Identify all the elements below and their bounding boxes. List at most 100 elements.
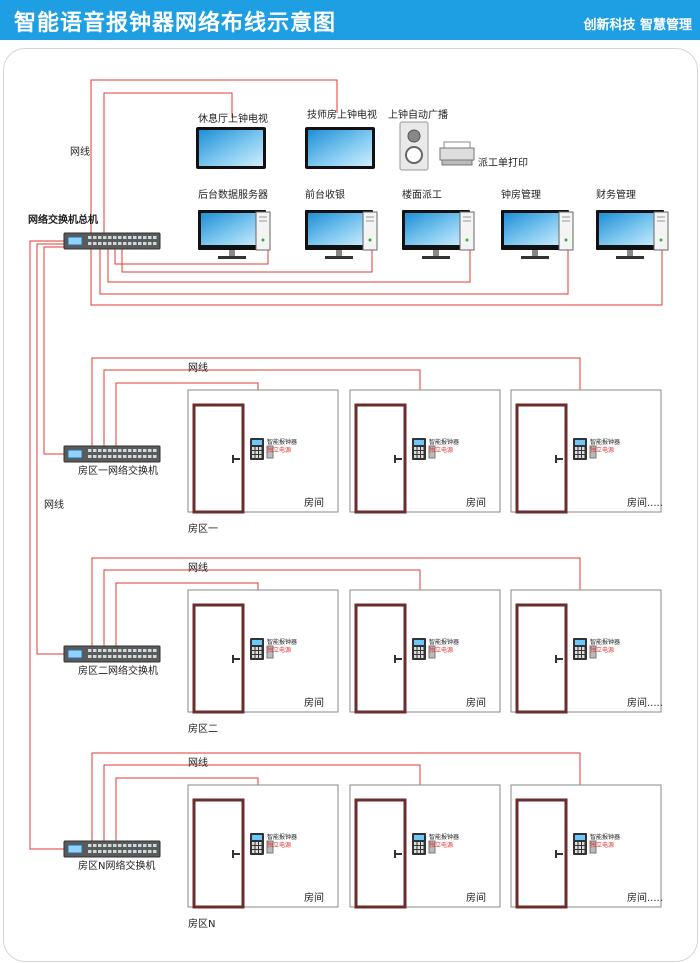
monitor-screen — [599, 213, 661, 245]
label-room: 房间..... — [627, 698, 663, 709]
switch-port — [143, 844, 147, 847]
switch-port — [133, 236, 137, 239]
device-key — [259, 447, 262, 450]
label-room: 房间 — [466, 893, 486, 904]
pc-clock-room-tower — [558, 211, 574, 251]
switch-port — [98, 242, 102, 245]
switch-port — [138, 242, 142, 245]
monitor-neck — [532, 250, 538, 256]
dispatch-printer — [439, 141, 475, 166]
switch-port — [123, 655, 127, 658]
label-device-name: 智能报钟器 — [590, 834, 621, 841]
device-key — [578, 455, 581, 458]
device-key — [578, 846, 581, 849]
monitor-stand — [521, 256, 549, 259]
printer-paper — [443, 141, 471, 149]
tower-power-led — [465, 238, 469, 242]
switch-port — [98, 649, 102, 652]
switch-port — [133, 242, 137, 245]
device-key — [259, 846, 262, 849]
smart-clock-reporter — [412, 638, 436, 660]
monitor-screen — [504, 213, 566, 245]
device-key — [575, 842, 578, 845]
device-key — [421, 647, 424, 650]
monitor-screen — [308, 213, 370, 245]
zone-2-network-switch — [63, 645, 161, 663]
switch-display — [67, 236, 83, 246]
door-handle — [394, 455, 396, 463]
broadcast-speaker — [399, 121, 429, 171]
switch-port — [118, 649, 122, 652]
switch-port — [103, 242, 107, 245]
device-key — [417, 455, 420, 458]
switch-port — [128, 242, 132, 245]
device-key — [259, 647, 262, 650]
device-key — [255, 447, 258, 450]
label-device-power: 独立电源 — [590, 647, 615, 654]
power-adapter — [589, 840, 597, 854]
label-device-power: 独立电源 — [429, 447, 454, 454]
switch-port — [133, 449, 137, 452]
switch-port — [153, 236, 157, 239]
monitor-neck — [229, 250, 235, 256]
device-key — [252, 842, 255, 845]
device-key — [421, 850, 424, 853]
device-key — [252, 846, 255, 849]
switch-port — [148, 850, 152, 853]
switch-port — [93, 655, 97, 658]
smart-clock-reporter — [250, 833, 274, 855]
door-handle — [232, 655, 234, 663]
label-device-name: 智能报钟器 — [267, 639, 298, 646]
pc-backend-server — [198, 210, 266, 259]
label-net-line-top: 网线 — [70, 147, 90, 158]
switch-port — [143, 455, 147, 458]
device-key — [417, 850, 420, 853]
switch-port — [98, 455, 102, 458]
device-screen — [414, 640, 424, 645]
power-adapter — [589, 645, 597, 659]
device-key — [414, 451, 417, 454]
device-key — [417, 842, 420, 845]
switch-port — [153, 242, 157, 245]
switch-port — [98, 655, 102, 658]
label-device-power: 独立电源 — [267, 647, 292, 654]
device-key — [414, 842, 417, 845]
smart-clock-reporter — [573, 638, 597, 660]
main-network-switch — [63, 232, 161, 250]
switch-port — [148, 655, 152, 658]
switch-port — [98, 449, 102, 452]
switch-port — [98, 236, 102, 239]
device-key — [582, 846, 585, 849]
door-handle-lever — [396, 658, 402, 660]
device-key — [575, 455, 578, 458]
tv-screen — [308, 130, 372, 166]
label-device-name: 智能报钟器 — [590, 439, 621, 446]
power-adapter — [589, 445, 597, 459]
device-key — [417, 651, 420, 654]
tower-body — [362, 211, 378, 251]
door-handle — [555, 455, 557, 463]
label-main-switch: 网络交换机总机 — [28, 215, 98, 226]
device-key — [582, 647, 585, 650]
device-screen — [252, 440, 262, 445]
device-key — [417, 451, 420, 454]
device-key — [252, 651, 255, 654]
label-room: 房间 — [304, 498, 324, 509]
switch-display — [67, 844, 83, 854]
switch-port — [143, 655, 147, 658]
device-screen — [575, 835, 585, 840]
monitor-stand — [325, 256, 353, 259]
switch-port — [93, 850, 97, 853]
tower-body — [255, 211, 271, 251]
device-key — [259, 850, 262, 853]
speaker-tweeter — [407, 129, 421, 143]
power-adapter — [428, 840, 436, 854]
device-key — [421, 651, 424, 654]
switch-port — [123, 844, 127, 847]
switch-port — [103, 850, 107, 853]
smart-clock-reporter — [573, 833, 597, 855]
device-key — [255, 451, 258, 454]
smart-clock-reporter — [573, 438, 597, 460]
switch-port — [148, 844, 152, 847]
label-net-line-left: 网线 — [44, 500, 64, 511]
